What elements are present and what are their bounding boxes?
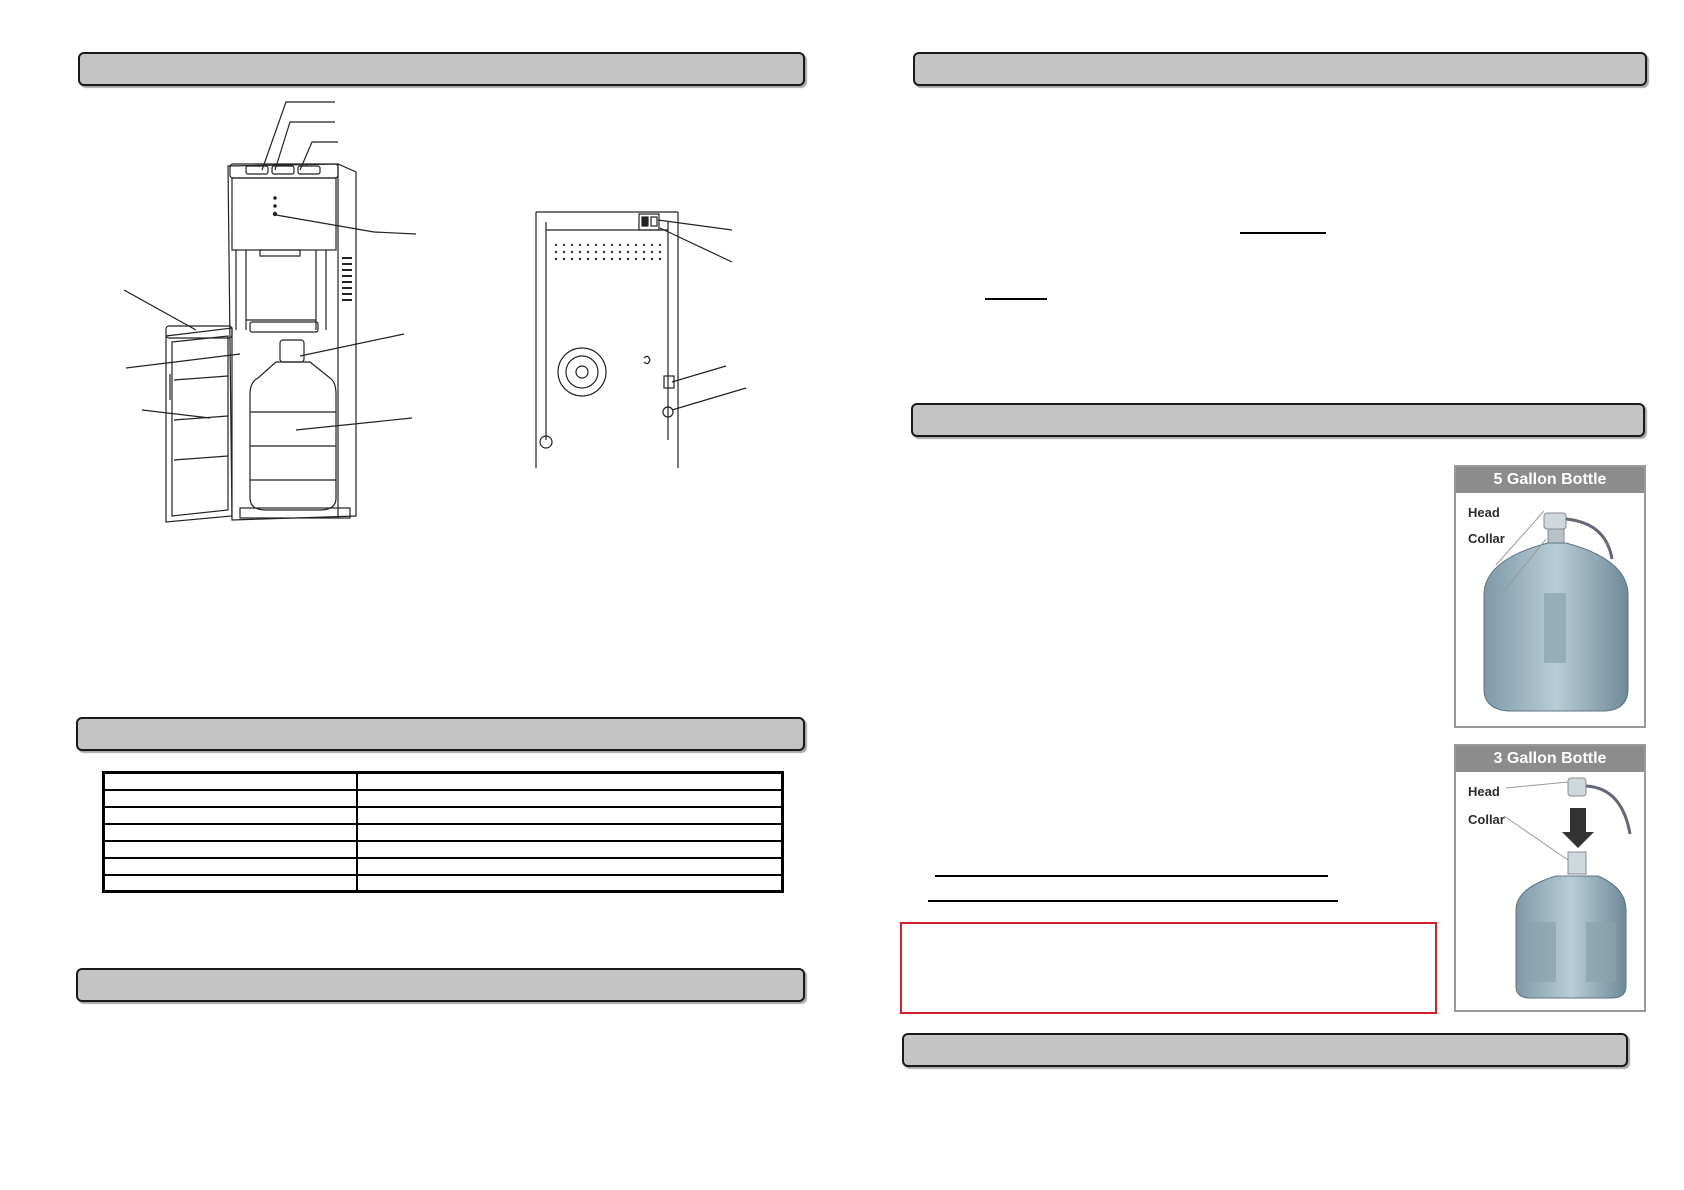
table-cell <box>355 839 784 859</box>
warning-box <box>900 922 1437 1014</box>
table-cell <box>102 873 358 893</box>
table-row <box>102 839 784 859</box>
table-cell <box>355 873 784 893</box>
table-cell <box>355 788 784 808</box>
section-header-left-3 <box>76 968 805 1002</box>
three-gallon-bottle-photo: 3 Gallon Bottle Head Collar <box>1454 744 1646 1012</box>
five-gallon-bottle-photo: 5 Gallon Bottle Head Collar <box>1454 465 1646 728</box>
table-cell <box>102 771 358 791</box>
table-row <box>102 873 784 893</box>
table-cell <box>102 788 358 808</box>
photo-title: 5 Gallon Bottle <box>1456 467 1644 493</box>
underline-mark <box>1240 232 1326 234</box>
table-cell <box>102 856 358 876</box>
underline-mark <box>985 298 1047 300</box>
table-row <box>102 771 784 791</box>
bottle-illustration <box>1503 777 1632 999</box>
section-header-right-3 <box>902 1033 1628 1067</box>
table-cell <box>102 839 358 859</box>
collar-label: Collar <box>1468 812 1505 827</box>
photo-title: 3 Gallon Bottle <box>1456 746 1644 772</box>
head-label: Head <box>1468 784 1500 799</box>
table-cell <box>102 805 358 825</box>
table-row <box>102 805 784 825</box>
underline-mark <box>935 875 1328 877</box>
section-header-right-2 <box>911 403 1645 437</box>
dispenser-back-diagram <box>535 211 747 468</box>
table-row <box>102 822 784 842</box>
table-cell <box>355 856 784 876</box>
table-cell <box>355 805 784 825</box>
section-header-left-1 <box>78 52 805 86</box>
table-row <box>102 788 784 808</box>
head-label: Head <box>1468 505 1500 520</box>
specifications-table <box>102 771 784 893</box>
section-header-left-2 <box>76 717 805 751</box>
collar-label: Collar <box>1468 531 1505 546</box>
table-cell <box>355 771 784 791</box>
table-cell <box>102 822 358 842</box>
underline-mark <box>928 900 1338 902</box>
dispenser-front-diagram <box>123 101 417 523</box>
table-row <box>102 856 784 876</box>
bottle-illustration <box>1483 510 1629 712</box>
table-cell <box>355 822 784 842</box>
section-header-right-1 <box>913 52 1647 86</box>
